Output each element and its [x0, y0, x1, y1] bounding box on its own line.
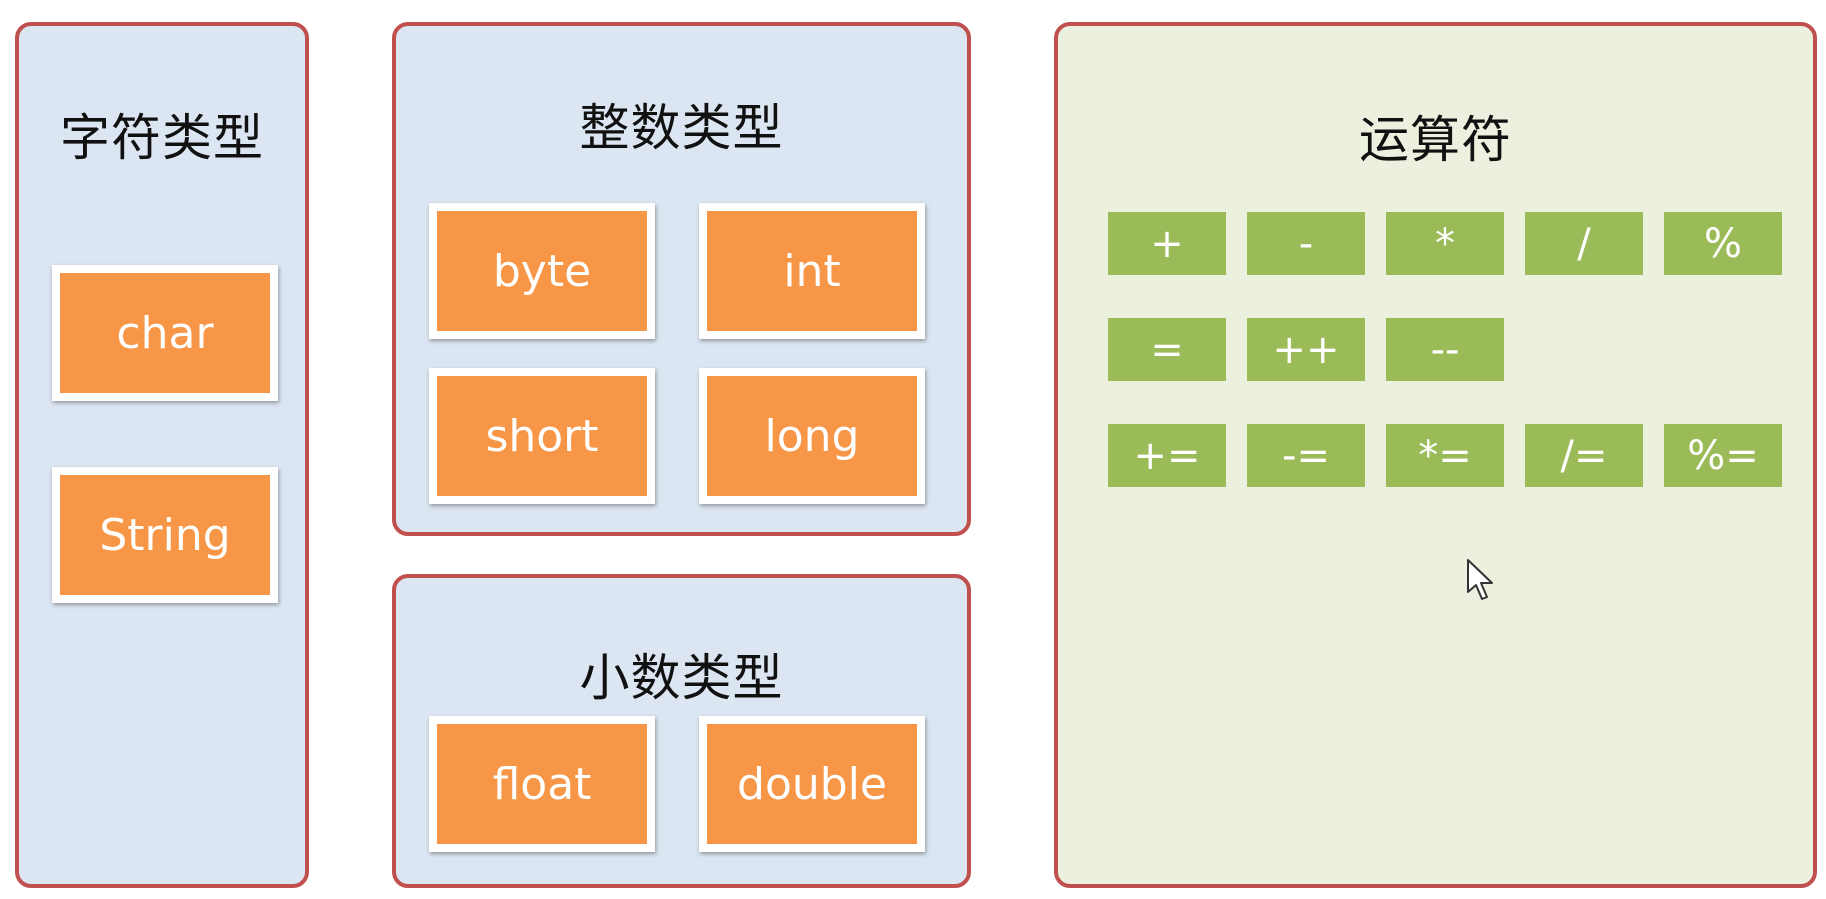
integer-types-title: 整数类型 — [579, 99, 784, 157]
operator-divide: / — [1525, 212, 1643, 275]
decimal-types-panel: 小数类型 float double — [392, 574, 971, 888]
type-box-string: String — [52, 467, 278, 603]
type-box-byte: byte — [429, 203, 655, 339]
mouse-cursor-icon — [1467, 559, 1493, 600]
operator-plus-assign: += — [1108, 424, 1226, 487]
type-box-short: short — [429, 368, 655, 504]
operator-decrement: -- — [1386, 318, 1504, 381]
decimal-types-title: 小数类型 — [579, 649, 784, 707]
operator-multiply: * — [1386, 212, 1504, 275]
type-box-int: int — [699, 203, 925, 339]
integer-types-panel: 整数类型 byte int short long — [392, 22, 971, 536]
operators-panel: 运算符 + - * / % = ++ -- += -= *= /= %= — [1054, 22, 1817, 888]
char-types-title: 字符类型 — [60, 109, 264, 167]
operator-assign: = — [1108, 318, 1226, 381]
operator-multiply-assign: *= — [1386, 424, 1504, 487]
operators-title: 运算符 — [1359, 111, 1512, 169]
operator-minus: - — [1247, 212, 1365, 275]
type-box-double: double — [699, 716, 925, 852]
operator-increment: ++ — [1247, 318, 1365, 381]
operator-minus-assign: -= — [1247, 424, 1365, 487]
operator-plus: + — [1108, 212, 1226, 275]
operator-divide-assign: /= — [1525, 424, 1643, 487]
type-box-long: long — [699, 368, 925, 504]
char-types-panel: 字符类型 char String — [15, 22, 309, 888]
operator-modulo: % — [1664, 212, 1782, 275]
operator-modulo-assign: %= — [1664, 424, 1782, 487]
type-box-char: char — [52, 265, 278, 401]
type-box-float: float — [429, 716, 655, 852]
